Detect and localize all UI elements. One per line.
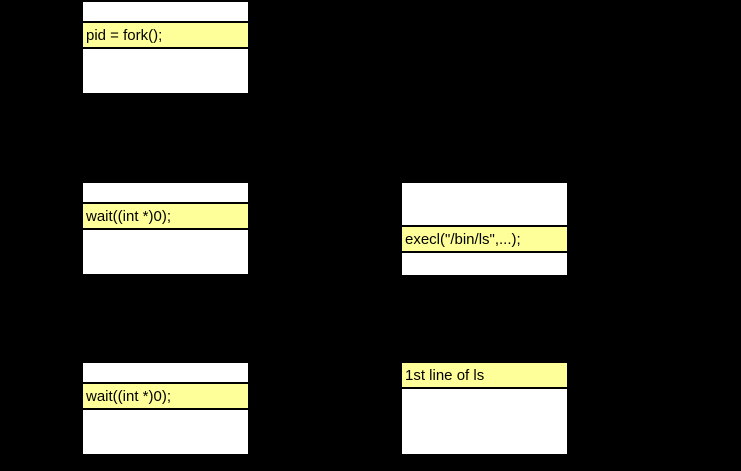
code-cell-blank — [83, 183, 248, 204]
code-cell-fork: pid = fork(); — [83, 23, 248, 49]
code-cell-wait: wait((int *)0); — [83, 204, 248, 230]
code-cell-wait: wait((int *)0); — [83, 384, 248, 410]
code-cell-blank — [402, 389, 567, 454]
code-cell-blank — [402, 253, 567, 275]
parent-process-box-step3: wait((int *)0); — [81, 361, 250, 460]
parent-process-box-step1: pid = fork(); — [81, 0, 250, 99]
code-cell-blank — [83, 363, 248, 384]
code-cell-blank — [402, 183, 567, 227]
parent-process-box-step2: wait((int *)0); — [81, 181, 250, 280]
code-cell-execl: execl("/bin/ls",...); — [402, 227, 567, 253]
child-process-box-step3: 1st line of ls — [400, 361, 569, 460]
code-cell-blank — [83, 230, 248, 274]
code-cell-ls-output: 1st line of ls — [402, 363, 567, 389]
child-process-box-step2: execl("/bin/ls",...); — [400, 181, 569, 281]
code-cell-blank — [83, 2, 248, 23]
code-cell-blank — [83, 410, 248, 454]
code-cell-blank — [83, 49, 248, 93]
